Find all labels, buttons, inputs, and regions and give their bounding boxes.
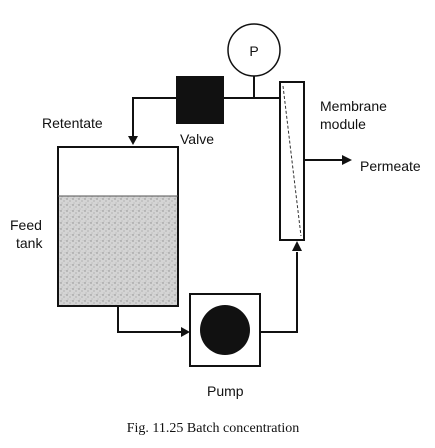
retentate-pipe [132, 97, 176, 138]
feed-tank-label-line2: tank [16, 235, 43, 251]
pump-to-membrane-arrow [292, 241, 302, 251]
membrane-label-line1: Membrane [320, 98, 387, 114]
tank-to-pump-pipe [117, 306, 182, 333]
valve [176, 76, 224, 124]
membrane-label-line2: module [320, 116, 366, 132]
pressure-gauge: P [227, 23, 281, 77]
feed-tank [57, 146, 179, 307]
membrane-module [279, 81, 305, 241]
pump-to-membrane-pipe [260, 252, 298, 333]
pump [189, 293, 261, 367]
permeate-label: Permeate [360, 158, 421, 174]
figure-caption: Fig. 11.25 Batch concentration [127, 421, 300, 436]
valve-label: Valve [180, 131, 214, 147]
permeate-arrow [342, 155, 352, 165]
tank-to-pump-arrow [181, 327, 190, 337]
retentate-label: Retentate [42, 115, 103, 131]
pump-label: Pump [207, 383, 244, 399]
feed-tank-label-line1: Feed [10, 217, 42, 233]
pressure-gauge-label: P [249, 43, 258, 59]
retentate-arrow [128, 136, 138, 145]
